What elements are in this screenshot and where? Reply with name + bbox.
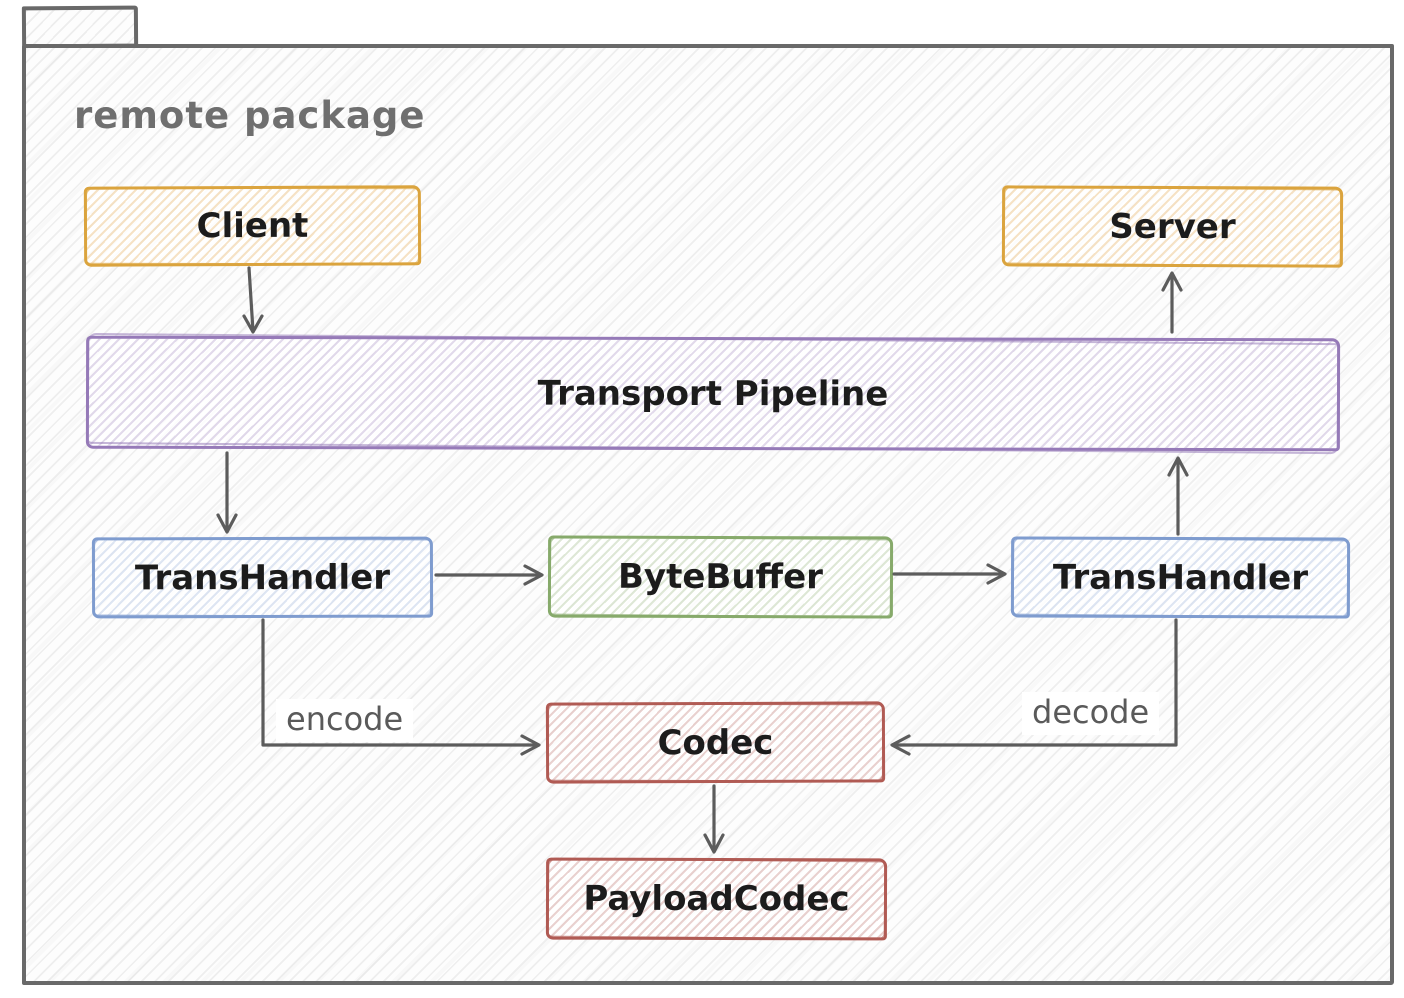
- node-transhandler-right: TransHandler: [1010, 536, 1351, 619]
- node-transhandler-right-label: TransHandler: [1052, 557, 1309, 598]
- node-client-label: Client: [196, 205, 309, 247]
- node-transport-pipeline-label: Transport Pipeline: [537, 373, 889, 414]
- node-bytebuffer: ByteBuffer: [547, 535, 894, 619]
- node-server-label: Server: [1109, 206, 1236, 247]
- node-transhandler-left: TransHandler: [91, 536, 434, 619]
- node-payloadcodec: PayloadCodec: [545, 857, 888, 941]
- node-client: Client: [83, 185, 422, 267]
- node-payloadcodec-label: PayloadCodec: [583, 878, 850, 920]
- package-title: remote package: [74, 94, 426, 137]
- node-transport-pipeline: Transport Pipeline: [85, 335, 1341, 452]
- node-codec-label: Codec: [657, 722, 774, 763]
- edge-label-decode: decode: [1022, 692, 1160, 736]
- node-transhandler-left-label: TransHandler: [134, 557, 391, 598]
- node-codec: Codec: [545, 701, 886, 784]
- node-bytebuffer-label: ByteBuffer: [617, 556, 823, 598]
- edge-label-encode: encode: [276, 699, 414, 743]
- node-server: Server: [1001, 185, 1344, 268]
- package-tab: [21, 5, 139, 49]
